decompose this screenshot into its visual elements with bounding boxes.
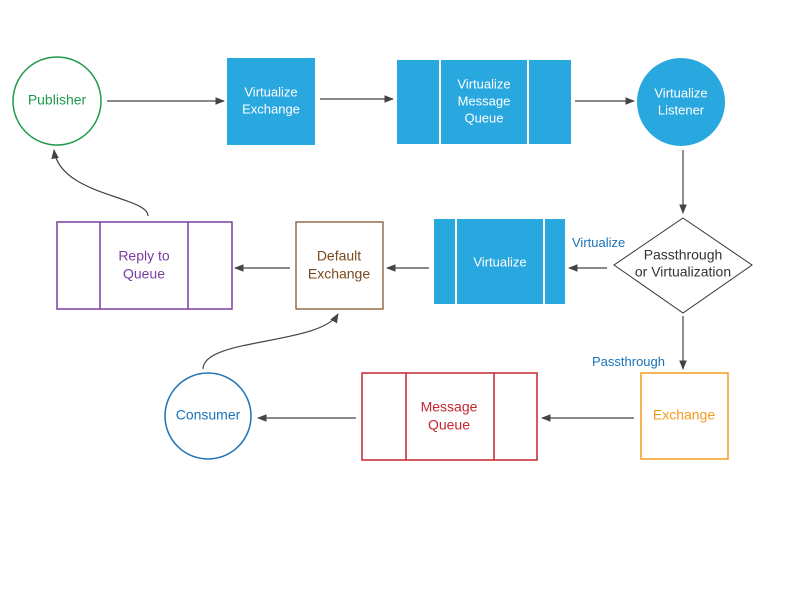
arrow-consumer-to-default-exchange (202, 313, 339, 370)
edge-label-virtualize: Virtualize (572, 235, 625, 250)
decision-label-line1: Passthrough (644, 247, 723, 263)
message-queue-label-line2: Queue (428, 417, 470, 433)
virtualize-listener-node: Virtualize Listener (637, 58, 725, 146)
reply-to-queue-label-line1: Reply to (118, 248, 170, 264)
exchange-label: Exchange (653, 407, 715, 423)
virtualize-queue-label: Virtualize (473, 254, 526, 269)
consumer-label: Consumer (176, 407, 241, 423)
default-exchange-node: Default Exchange (295, 221, 384, 310)
decision-node: Passthrough or Virtualization (613, 217, 753, 314)
virtualize-listener-label-line2: Listener (658, 102, 705, 117)
virtualize-message-queue-node: Virtualize Message Queue (397, 60, 571, 144)
vmq-label-line3: Queue (464, 110, 503, 125)
default-exchange-label-line1: Default (317, 248, 361, 264)
edge-label-passthrough: Passthrough (592, 354, 665, 369)
default-exchange-label-line2: Exchange (308, 266, 370, 282)
virtualize-exchange-node: Virtualize Exchange (227, 58, 315, 145)
reply-to-queue-node: Reply to Queue (56, 221, 233, 310)
publisher-label: Publisher (28, 92, 87, 108)
reply-to-queue-label-line2: Queue (123, 266, 165, 282)
virtualize-exchange-label-line2: Exchange (242, 101, 300, 116)
arrow-reply-queue-to-publisher (51, 149, 149, 217)
connectors (51, 95, 687, 422)
exchange-node: Exchange (640, 372, 729, 460)
virtualize-queue-node: Virtualize (434, 219, 565, 304)
vmq-label-line2: Message (458, 93, 511, 108)
message-queue-label-line1: Message (421, 399, 478, 415)
publisher-node: Publisher (12, 56, 102, 146)
consumer-node: Consumer (164, 372, 252, 460)
decision-label-line2: or Virtualization (635, 264, 731, 280)
virtualize-listener-label-line1: Virtualize (654, 85, 707, 100)
message-queue-node: Message Queue (361, 372, 538, 461)
virtualize-exchange-label-line1: Virtualize (244, 84, 297, 99)
vmq-label-line1: Virtualize (457, 76, 510, 91)
